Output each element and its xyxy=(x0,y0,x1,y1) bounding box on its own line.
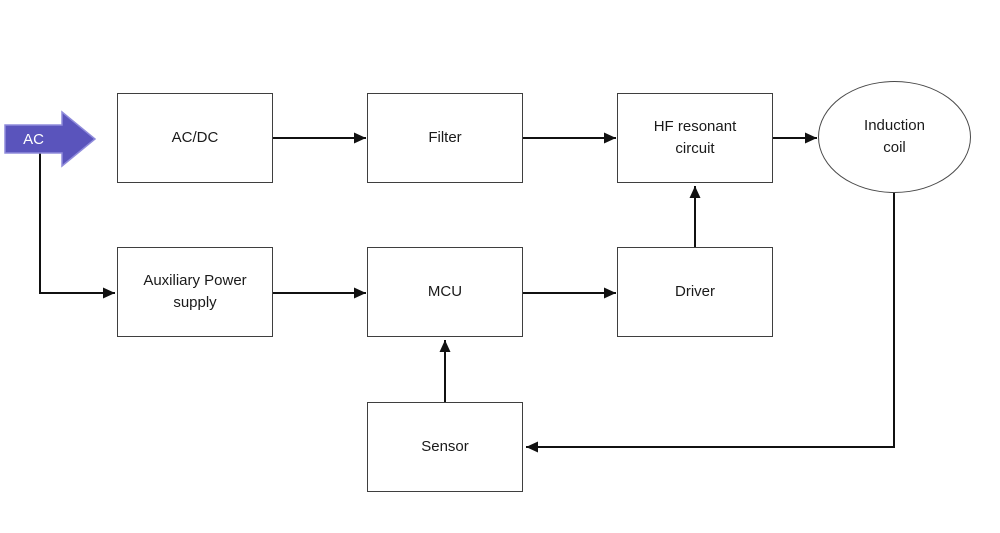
node-hf-resonant-circuit: HF resonant circuit xyxy=(617,93,773,183)
node-mcu-label: MCU xyxy=(427,282,463,300)
node-induction-coil-label: Induction coil xyxy=(864,116,925,157)
node-sensor-label: Sensor xyxy=(421,437,469,455)
node-induction-coil: Induction coil xyxy=(818,81,971,193)
node-filter: Filter xyxy=(367,93,523,183)
ac-input-label: AC xyxy=(23,130,44,148)
edge-ac-aux xyxy=(39,153,115,299)
node-sensor: Sensor xyxy=(367,402,523,492)
node-mcu: MCU xyxy=(367,247,523,337)
node-driver: Driver xyxy=(617,247,773,337)
node-driver-label: Driver xyxy=(675,282,715,300)
node-hf-resonant-circuit-label: HF resonant circuit xyxy=(653,117,737,158)
node-filter-label: Filter xyxy=(428,128,462,146)
node-acdc: AC/DC xyxy=(117,93,273,183)
node-auxiliary-power-supply-label: Auxiliary Power supply xyxy=(143,271,247,312)
node-auxiliary-power-supply: Auxiliary Power supply xyxy=(117,247,273,337)
node-acdc-label: AC/DC xyxy=(171,128,219,146)
